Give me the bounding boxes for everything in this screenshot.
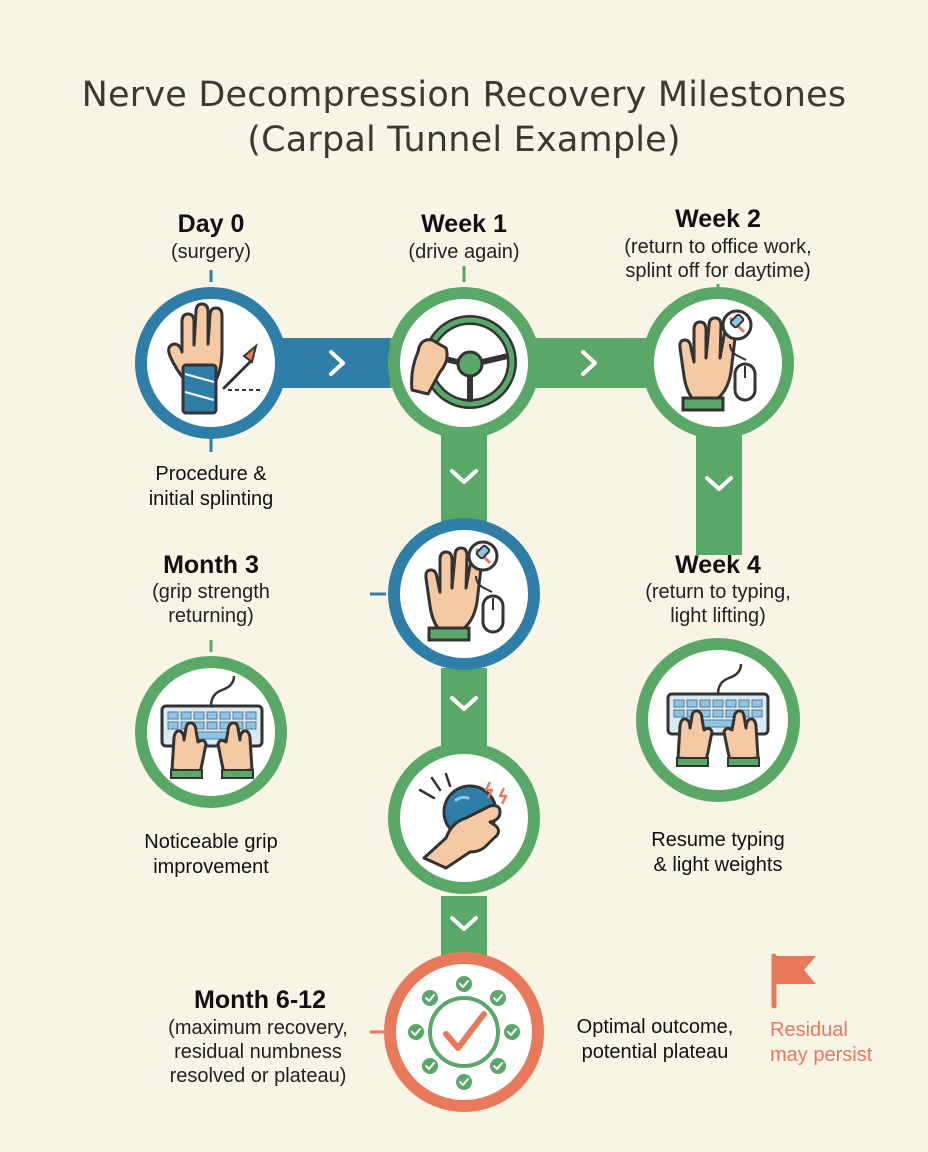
milestone-sub-week1: (drive again)	[408, 241, 520, 263]
milestone-sub-week2-line2: splint off for daytime)	[625, 260, 811, 282]
milestone-desc-month3-line1: Noticeable grip	[144, 831, 278, 853]
splinted-hand-scalpel-icon	[167, 302, 262, 415]
stress-ball-grip-icon	[418, 772, 508, 870]
milestone-desc-day0-line1: Procedure &	[155, 463, 267, 485]
milestone-desc-week4-line1: Resume typing	[651, 829, 785, 851]
chevron-right-icon	[329, 350, 345, 376]
milestone-sub-month6-12-line1: (maximum recovery,	[168, 1017, 348, 1039]
page-title-line1: Nerve Decompression Recovery Milestones	[81, 75, 847, 115]
milestone-sub-week4-line1: (return to typing,	[645, 581, 791, 603]
chevron-down-icon	[450, 916, 478, 931]
chevron-down-icon	[450, 469, 478, 484]
flag-icon	[771, 953, 816, 1009]
page-title-line2: (Carpal Tunnel Example)	[247, 120, 681, 160]
flag-note-line2: may persist	[770, 1044, 873, 1066]
milestone-heading-week4: Week 4	[675, 551, 761, 579]
milestone-node-week2	[642, 287, 794, 439]
milestone-sub-month6-12-line2: residual numbness	[174, 1041, 342, 1063]
milestone-node-grip	[388, 742, 540, 894]
milestone-heading-week2: Week 2	[675, 205, 761, 233]
flag-note-line1: Residual	[770, 1019, 848, 1041]
milestone-desc-month6-12-line1: Optimal outcome,	[576, 1016, 734, 1038]
connector-week1-week2	[520, 338, 652, 388]
connector-day0-week1-blue	[270, 338, 390, 388]
typing-hands-icon	[160, 675, 264, 779]
chevron-down-icon	[705, 476, 733, 491]
milestone-heading-week1: Week 1	[421, 210, 507, 238]
typing-hands-icon	[666, 663, 770, 767]
milestone-sub-week2-line1: (return to office work,	[624, 236, 812, 258]
milestone-node-month6-12	[384, 952, 544, 1112]
chevron-down-icon	[450, 696, 478, 711]
milestone-desc-month3-line2: improvement	[153, 856, 269, 878]
milestone-sub-month6-12-line3: resolved or plateau)	[169, 1065, 347, 1087]
milestone-desc-day0-line2: initial splinting	[148, 488, 274, 510]
milestone-sub-week4-line2: light lifting)	[670, 605, 766, 627]
steering-wheel-icon	[410, 315, 517, 409]
milestone-node-day0	[135, 287, 287, 439]
milestone-node-week4	[636, 638, 800, 802]
hand-mouse-no-splint-icon	[678, 309, 757, 412]
milestone-node-month3	[135, 656, 287, 808]
check-badge-icon	[408, 976, 520, 1090]
milestone-heading-month6-12: Month 6-12	[194, 986, 326, 1014]
milestone-sub-month3-line2: returning)	[168, 605, 254, 627]
milestone-desc-month6-12-line2: potential plateau	[581, 1041, 729, 1063]
milestone-sub-month3-line1: (grip strength	[152, 581, 270, 603]
milestone-desc-week4-line2: & light weights	[653, 854, 783, 876]
milestone-heading-day0: Day 0	[177, 210, 245, 238]
milestone-node-center	[388, 518, 540, 670]
milestone-sub-day0: (surgery)	[170, 241, 252, 263]
hand-mouse-no-splint-icon	[424, 540, 505, 642]
chevron-right-icon	[581, 350, 597, 376]
milestone-heading-month3: Month 3	[163, 551, 259, 579]
milestone-node-week1	[388, 287, 540, 439]
